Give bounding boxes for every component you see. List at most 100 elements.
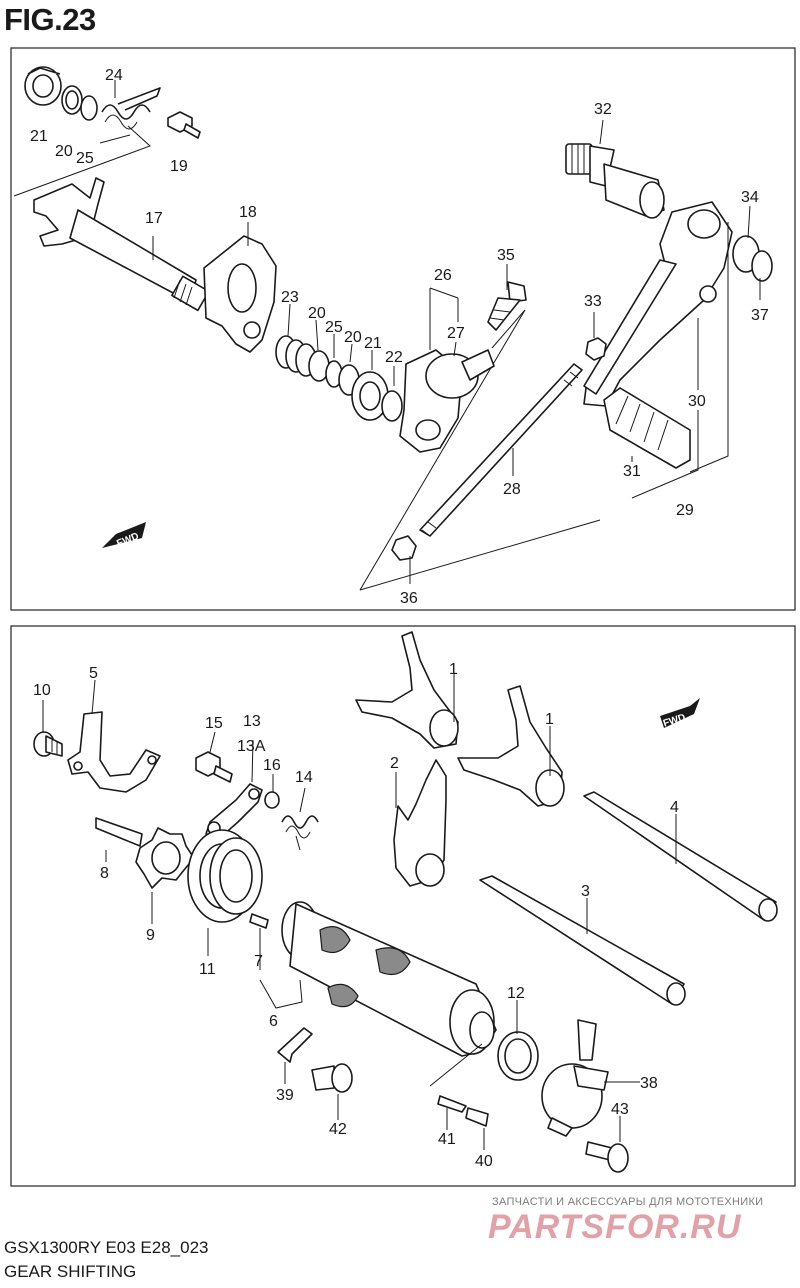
- part-4-fork-shaft-icon: [583, 791, 778, 922]
- part-16-washer-icon: [264, 791, 280, 809]
- label-19: 19: [170, 158, 188, 175]
- label-5: 5: [89, 665, 98, 682]
- label-7: 7: [254, 953, 263, 970]
- diagram-code: GSX1300RY E03 E28_023: [4, 1238, 209, 1257]
- label-28: 28: [503, 481, 521, 498]
- label-20-c: 20: [344, 329, 362, 346]
- part-21-bearing-2-icon: [351, 371, 389, 421]
- part-5-stopper-plate-icon: [67, 711, 161, 793]
- label-9: 9: [146, 927, 155, 944]
- label-36: 36: [400, 590, 418, 607]
- part-43-bolt-icon: [585, 1141, 629, 1173]
- part-8-pin-icon: [95, 817, 143, 847]
- upper-panel-drawing: FWD: [13, 66, 773, 591]
- label-13a: 13A: [237, 738, 266, 755]
- label-6: 6: [269, 1013, 278, 1030]
- diagram-subtitle: GEAR SHIFTING: [4, 1262, 137, 1281]
- part-13-stopper-arm-icon: [205, 783, 263, 837]
- label-30: 30: [688, 393, 706, 410]
- part-39-clip-icon: [277, 1027, 313, 1063]
- label-34: 34: [741, 189, 759, 206]
- part-11-bearing-icon: [187, 829, 263, 923]
- label-23: 23: [281, 289, 299, 306]
- watermark-tagline: ЗАПЧАСТИ И АКСЕССУАРЫ ДЛЯ МОТОТЕХНИКИ: [492, 1196, 764, 1208]
- label-25-b: 25: [325, 319, 343, 336]
- label-40: 40: [475, 1153, 493, 1170]
- part-6-shift-cam-icon: [281, 901, 497, 1057]
- part-42-bolt-icon: [311, 1063, 353, 1093]
- label-21-b: 21: [364, 335, 382, 352]
- label-15: 15: [205, 715, 223, 732]
- label-33: 33: [584, 293, 602, 310]
- part-40-pin-icon: [465, 1107, 489, 1127]
- label-3: 3: [581, 883, 590, 900]
- part-1-shift-fork-icon: [355, 631, 459, 749]
- part-12-needle-bearing-icon: [497, 1031, 539, 1081]
- label-42: 42: [329, 1121, 347, 1138]
- label-38: 38: [640, 1075, 658, 1092]
- part-33-nut-icon: [585, 337, 607, 361]
- part-36-nut-icon: [391, 535, 417, 561]
- label-39: 39: [276, 1087, 294, 1104]
- label-16: 16: [263, 757, 281, 774]
- label-2: 2: [390, 755, 399, 772]
- label-10: 10: [33, 682, 51, 699]
- label-26: 26: [434, 267, 452, 284]
- part-26-shift-lever-icon: [399, 349, 495, 453]
- label-43: 43: [611, 1101, 629, 1118]
- label-24: 24: [105, 67, 123, 84]
- label-8: 8: [100, 865, 109, 882]
- part-31-footpeg-rubber-icon: [603, 387, 691, 469]
- part-35-bolt-icon: [487, 281, 527, 331]
- label-4: 4: [670, 799, 679, 816]
- part-30-gearshift-arm-icon: [583, 201, 733, 407]
- lower-panel-frame: [10, 625, 796, 1187]
- label-21-a: 21: [30, 128, 48, 145]
- label-1-b: 1: [545, 711, 554, 728]
- label-17: 17: [145, 210, 163, 227]
- part-17-shift-shaft-icon: [33, 177, 210, 312]
- part-21-bearing-icon: [24, 66, 62, 106]
- label-29: 29: [676, 502, 694, 519]
- label-18: 18: [239, 204, 257, 221]
- label-25-a: 25: [76, 150, 94, 167]
- part-41-spring-icon: [437, 1095, 467, 1113]
- part-37-circlip-icon: [751, 250, 773, 282]
- figure-title: FIG.23: [4, 2, 96, 37]
- part-7-pin-icon: [249, 913, 269, 929]
- part-9-cam-plate-icon: [135, 827, 195, 889]
- label-22: 22: [385, 349, 403, 366]
- label-20-b: 20: [308, 305, 326, 322]
- part-15-bolt-icon: [195, 751, 233, 783]
- fwd-arrow-lower-icon: FWD: [660, 698, 700, 730]
- label-27: 27: [447, 325, 465, 342]
- part-18-arm-plate-icon: [203, 235, 277, 353]
- watermark-logo: PARTSFOR.RU: [488, 1208, 742, 1246]
- label-14: 14: [295, 769, 313, 786]
- part-25-circlip-icon: [80, 95, 98, 121]
- part-24-spring-icon: [101, 87, 161, 130]
- label-1-a: 1: [449, 661, 458, 678]
- label-11: 11: [199, 961, 216, 978]
- label-31: 31: [623, 463, 641, 480]
- upper-panel-frame: [10, 47, 796, 611]
- label-35: 35: [497, 247, 515, 264]
- label-20-a: 20: [55, 143, 73, 160]
- fwd-arrow-upper-icon: FWD: [102, 522, 146, 550]
- label-13: 13: [243, 713, 261, 730]
- part-19-bolt-icon: [167, 111, 201, 139]
- part-14-spring-icon: [281, 815, 319, 851]
- part-2-shift-fork-icon: [393, 759, 447, 887]
- label-41: 41: [438, 1131, 456, 1148]
- part-22-washer-icon: [381, 390, 403, 422]
- part-1-shift-fork-2-icon: [457, 685, 565, 807]
- part-3-fork-shaft-icon: [479, 875, 686, 1006]
- label-12: 12: [507, 985, 525, 1002]
- lower-panel-drawing: FWD: [33, 631, 778, 1173]
- part-28-shift-rod-icon: [419, 363, 583, 537]
- label-37: 37: [751, 307, 769, 324]
- part-32-pivot-bolt-icon: [565, 143, 665, 219]
- part-38-gear-position-switch-icon: [541, 1019, 609, 1137]
- part-10-screw-icon: [33, 731, 63, 757]
